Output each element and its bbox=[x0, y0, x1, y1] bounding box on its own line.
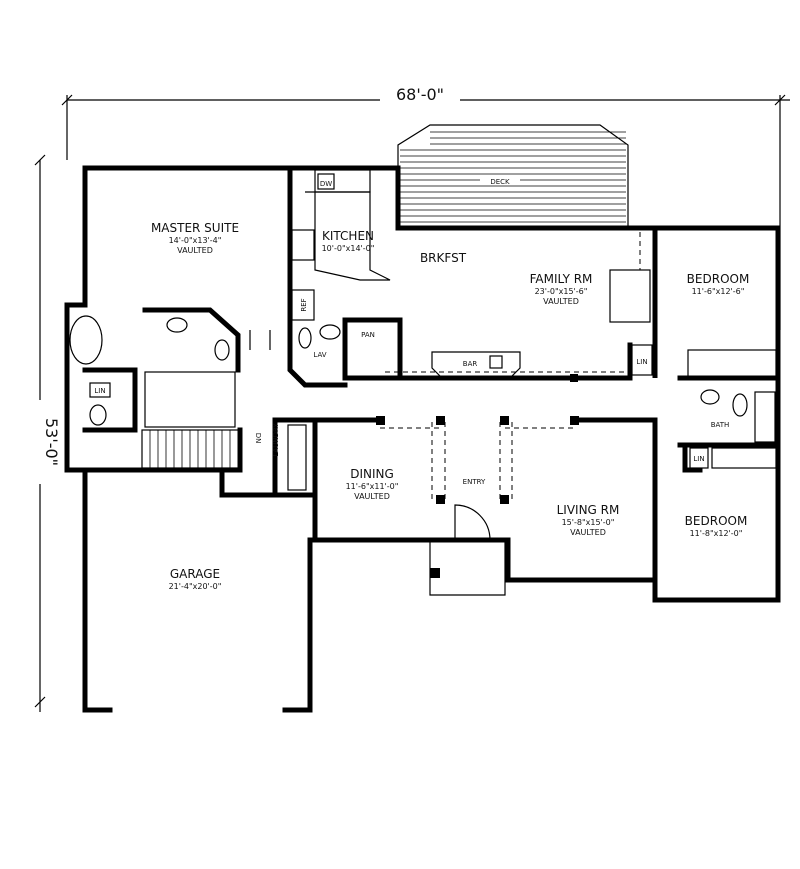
room-master-suite: MASTER SUITE 14'-0"x13'-4" VAULTED bbox=[151, 221, 239, 255]
lin-label: LIN bbox=[636, 358, 647, 366]
closet bbox=[687, 349, 777, 379]
pan-label: PAN bbox=[361, 331, 375, 339]
room-size: 10'-0"x14'-0" bbox=[322, 244, 375, 253]
room-living-rm: LIVING RM 15'-8"x15'-0" VAULTED bbox=[557, 503, 620, 537]
sink-icon bbox=[214, 339, 230, 361]
depth-dimension: 53'-0" bbox=[26, 154, 61, 712]
room-name: LIVING RM bbox=[557, 503, 620, 517]
deck-label: DECK bbox=[490, 178, 510, 186]
room-note: VAULTED bbox=[177, 246, 213, 255]
room-family-rm: FAMILY RM 23'-0"x15'-6" VAULTED bbox=[530, 272, 593, 306]
closet bbox=[711, 447, 777, 469]
refrigerator bbox=[291, 289, 315, 321]
exterior-walls bbox=[64, 165, 781, 713]
room-size: 15'-8"x15'-0" bbox=[562, 518, 615, 527]
closet bbox=[144, 371, 236, 428]
room-size: 11'-6"x12'-6" bbox=[692, 287, 745, 296]
room-note: VAULTED bbox=[543, 297, 579, 306]
tub-icon bbox=[69, 315, 103, 365]
room-note: VAULTED bbox=[570, 528, 606, 537]
width-dimension: 68'-0" bbox=[61, 85, 790, 330]
room-name: BRKFST bbox=[420, 251, 467, 265]
sink-icon bbox=[166, 317, 188, 333]
depth-label: 53'-0" bbox=[42, 418, 61, 466]
room-bedroom-1: BEDROOM 11'-6"x12'-6" bbox=[687, 272, 750, 296]
range-icon bbox=[291, 229, 315, 261]
laundry-label: LAUNDRY bbox=[272, 423, 280, 457]
room-note: VAULTED bbox=[354, 492, 390, 501]
room-brkfst: BRKFST bbox=[420, 251, 467, 265]
fireplace bbox=[609, 269, 651, 323]
fixtures: DW REF LAV PAN BAR LIN LIN LIN BATH LAUN… bbox=[69, 169, 777, 596]
lin-label: LIN bbox=[94, 387, 105, 395]
ref-label: REF bbox=[300, 298, 308, 311]
tub-icon bbox=[754, 391, 776, 443]
room-entry: ENTRY bbox=[463, 478, 486, 486]
lav-label: LAV bbox=[313, 351, 326, 359]
stairs bbox=[141, 429, 241, 469]
bar-counter bbox=[431, 351, 521, 379]
toilet-icon bbox=[89, 404, 107, 426]
room-name: MASTER SUITE bbox=[151, 221, 239, 235]
room-size: 14'-0"x13'-4" bbox=[169, 236, 222, 245]
room-name: BEDROOM bbox=[687, 272, 750, 286]
room-name: GARAGE bbox=[170, 567, 220, 581]
room-size: 11'-8"x12'-0" bbox=[690, 529, 743, 538]
sink-icon bbox=[700, 389, 720, 405]
sink-icon bbox=[319, 324, 341, 340]
width-label: 68'-0" bbox=[396, 85, 444, 104]
room-name: FAMILY RM bbox=[530, 272, 593, 286]
lin-label: LIN bbox=[693, 455, 704, 463]
porch bbox=[429, 540, 506, 596]
room-name: KITCHEN bbox=[322, 229, 374, 243]
room-dining: DINING 11'-6"x11'-0" VAULTED bbox=[346, 467, 399, 501]
room-bedroom-2: BEDROOM 11'-8"x12'-0" bbox=[685, 514, 748, 538]
deck: DECK bbox=[397, 124, 629, 229]
room-name: BEDROOM bbox=[685, 514, 748, 528]
dw-label: DW bbox=[320, 180, 332, 188]
room-name: ENTRY bbox=[463, 478, 486, 486]
linen-closet bbox=[631, 344, 653, 376]
bath-label: BATH bbox=[711, 421, 730, 429]
room-kitchen: KITCHEN 10'-0"x14'-0" bbox=[322, 229, 375, 253]
room-name: DINING bbox=[350, 467, 394, 481]
toilet-icon bbox=[298, 327, 312, 349]
washer-dryer bbox=[287, 424, 307, 491]
toilet-icon bbox=[732, 393, 748, 417]
room-garage: GARAGE 21'-4"x20'-0" bbox=[169, 567, 222, 591]
room-size: 23'-0"x15'-6" bbox=[535, 287, 588, 296]
entry-door bbox=[454, 504, 491, 541]
bar-label: BAR bbox=[463, 360, 478, 368]
room-size: 11'-6"x11'-0" bbox=[346, 482, 399, 491]
dn-label: DN bbox=[254, 433, 262, 444]
kitchen-counter bbox=[305, 191, 391, 281]
room-size: 21'-4"x20'-0" bbox=[169, 582, 222, 591]
